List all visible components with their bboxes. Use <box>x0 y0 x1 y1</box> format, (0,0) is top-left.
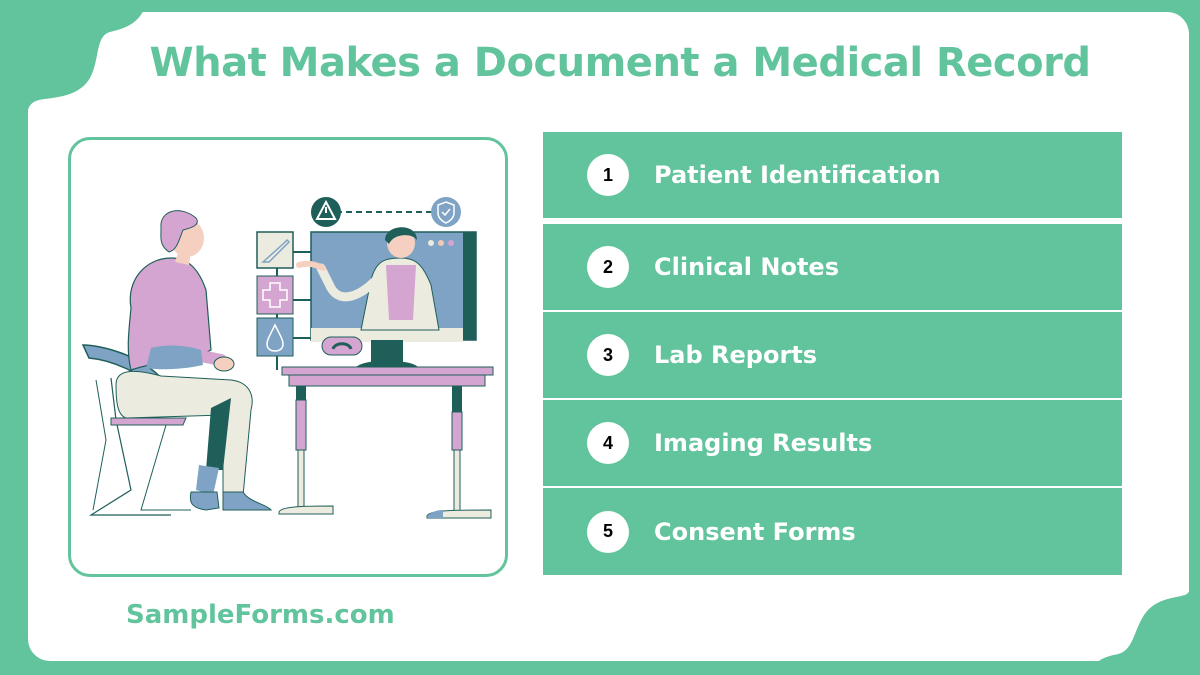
item-label: Clinical Notes <box>654 253 839 281</box>
item-number-badge: 5 <box>587 510 629 553</box>
desk <box>278 366 494 519</box>
shield-check-icon <box>431 197 461 227</box>
list-item: 3 Lab Reports <box>543 312 1122 398</box>
illustration-card <box>68 137 508 577</box>
list-item: 5 Consent Forms <box>543 488 1122 575</box>
list-item: 2 Clinical Notes <box>543 224 1122 310</box>
phone-icon <box>321 336 363 356</box>
chair <box>81 344 191 516</box>
warning-icon <box>311 197 341 227</box>
item-label: Imaging Results <box>654 429 873 457</box>
list-item: 4 Imaging Results <box>543 400 1122 486</box>
item-label: Patient Identification <box>654 161 941 189</box>
list-item: 1 Patient Identification <box>543 132 1122 218</box>
item-number-badge: 3 <box>587 334 629 376</box>
corner-decoration-top-left <box>0 0 148 110</box>
item-number-badge: 2 <box>587 246 629 288</box>
telehealth-illustration <box>81 197 494 519</box>
doctor-figure <box>296 227 440 331</box>
scalpel-icon <box>256 231 294 269</box>
item-label: Lab Reports <box>654 341 818 369</box>
corner-decoration-bottom-right <box>1090 540 1200 675</box>
item-number-badge: 1 <box>587 154 629 196</box>
medical-cross-icon <box>256 275 294 315</box>
item-number-badge: 4 <box>587 422 629 464</box>
brand-logo-text: SampleForms.com <box>126 600 395 630</box>
patient-figure <box>115 210 273 511</box>
page-title: What Makes a Document a Medical Record <box>149 40 1091 86</box>
item-label: Consent Forms <box>654 517 856 546</box>
blood-drop-icon <box>256 317 294 357</box>
